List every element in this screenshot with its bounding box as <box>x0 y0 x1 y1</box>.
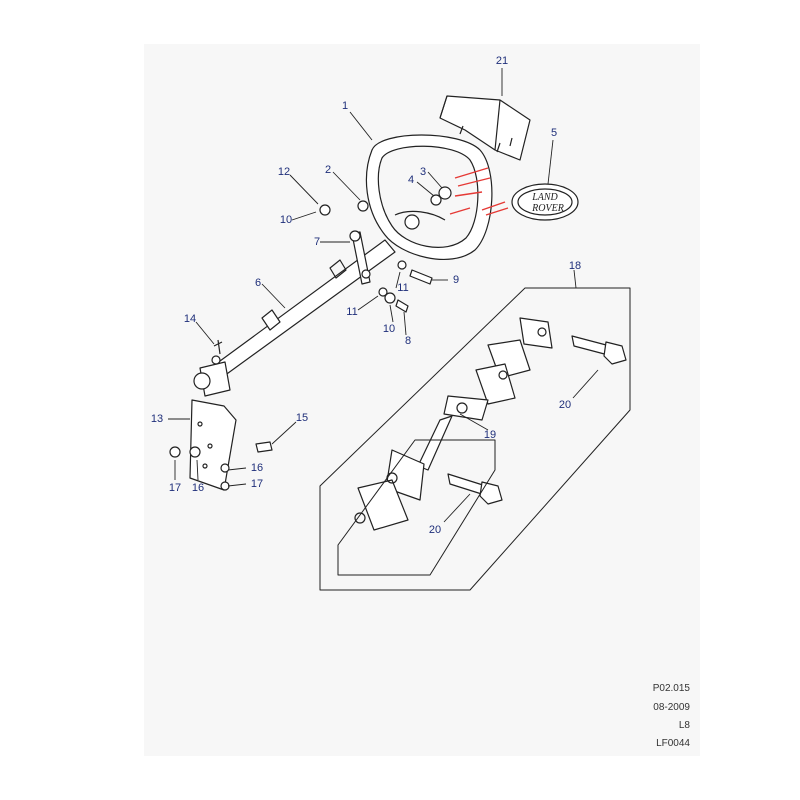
callout-6: 6 <box>254 277 262 289</box>
callout-10: 10 <box>279 214 293 226</box>
assembly-group-frame <box>319 287 631 591</box>
callout-4: 4 <box>407 174 415 186</box>
horn-contact-lines <box>449 167 509 216</box>
bolt-part <box>447 335 627 505</box>
callout-13: 13 <box>150 413 164 425</box>
callout-11: 11 <box>346 306 358 318</box>
callout-17: 17 <box>168 482 182 494</box>
callout-16: 16 <box>191 482 205 494</box>
callout-8: 8 <box>404 335 412 347</box>
callout-leader-lines <box>168 68 599 523</box>
column-bracket-part <box>349 230 371 285</box>
page-reference: P02.015 <box>652 683 690 694</box>
logo-line-1: LAND <box>531 192 558 203</box>
horn-pad-part <box>439 95 531 161</box>
callout-17: 17 <box>250 478 264 490</box>
callout-11: 11 <box>397 282 409 294</box>
callout-21: 21 <box>495 55 509 67</box>
callout-12: 12 <box>277 166 291 178</box>
steering-column-part <box>193 239 396 397</box>
callout-15: 15 <box>295 412 309 424</box>
logo-line-2: ROVER <box>531 203 564 214</box>
callout-14: 14 <box>183 313 197 325</box>
steering-wheel-part <box>365 134 493 260</box>
callout-9: 9 <box>452 274 460 286</box>
drawing-code: LF0044 <box>656 738 690 749</box>
callout-20: 20 <box>428 524 442 536</box>
intermediate-shaft-part <box>354 317 553 531</box>
mounting-bracket-part <box>169 399 273 491</box>
land-rover-badge-part <box>511 183 579 221</box>
callout-7: 7 <box>313 236 321 248</box>
callout-5: 5 <box>550 127 558 139</box>
callout-20: 20 <box>558 399 572 411</box>
callout-2: 2 <box>324 164 332 176</box>
callout-3: 3 <box>419 166 427 178</box>
callout-19: 19 <box>483 429 497 441</box>
callout-16: 16 <box>250 462 264 474</box>
callout-1: 1 <box>341 100 349 112</box>
land-rover-logo: LAND ROVER <box>531 192 564 214</box>
fasteners <box>319 186 452 313</box>
callout-10: 10 <box>382 323 396 335</box>
callout-18: 18 <box>568 260 582 272</box>
revision-date: 08-2009 <box>653 702 690 713</box>
model-code: L8 <box>678 720 690 731</box>
